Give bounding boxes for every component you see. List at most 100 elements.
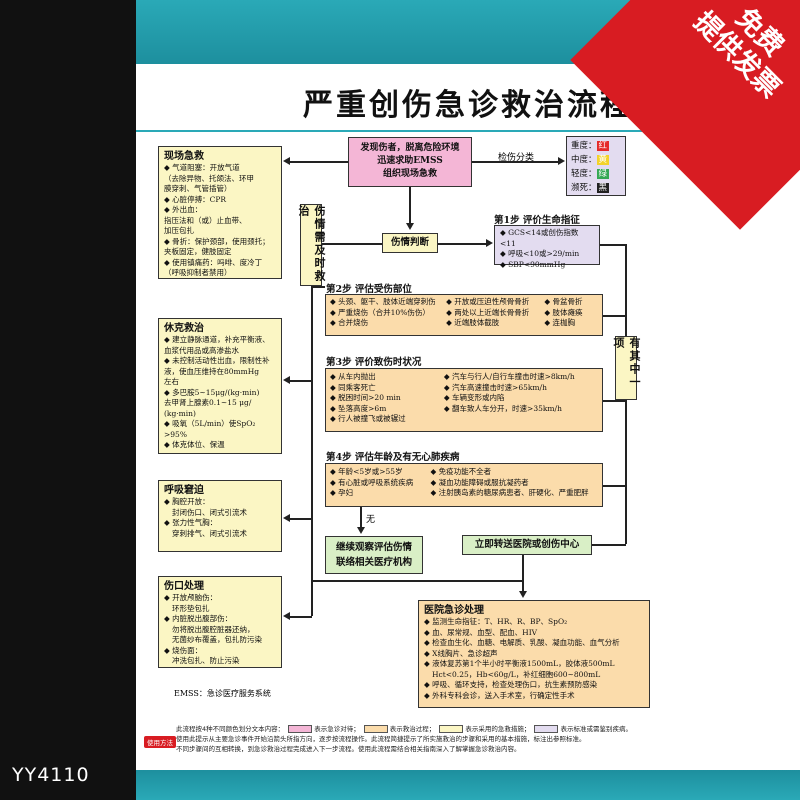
step3-item: ◆ 坠落高度>6m [330,403,387,413]
legend-pink-text: 表示急诊对待； [314,725,360,733]
hospital-line: ◆ 液体复苏第1个半小时平衡液1500mL，胶体液500mL [424,659,615,668]
airway-box: 呼吸窘迫 ◆ 胸腔开放： 封闭伤口、闭式引流术 ◆ 张力性气胸： 穿刺排气、闭式… [158,480,282,552]
hospital-line: ◆ 血、尿常规、血型、配血、HIV [424,627,538,637]
step3-col1: ◆ 从车内抛出 ◆ 同乘客死亡 ◆ 脱困时间>20 min ◆ 坠落高度>6m … [330,372,444,425]
step3-col2: ◆ 汽车与行人/自行车撞击时速>8km/h ◆ 汽车高速撞击时速>65km/h … [444,372,598,425]
triage-row-dying: 濒死：黑 [571,181,621,195]
incident-line-1: 发现伤者，脱离危险环境 [360,143,460,153]
step2-item: ◆ 连枷胸 [544,318,576,327]
airway-line: 封闭伤口、闭式引流术 [172,507,247,517]
incident-box: 发现伤者，脱离危险环境 迅速求助EMSS 组织现场急救 [348,137,472,187]
step3-right-link [603,400,625,402]
assess-box: 伤情判断 [382,233,438,253]
step2-grid: ◆ 头颈、躯干、肢体近端穿刺伤 ◆ 严重烧伤（合并10%伤伤） ◆ 合并烧伤 ◆… [330,297,598,329]
tag-black: 黑 [596,183,610,193]
triage-label-dying: 濒死： [571,183,597,193]
step4-item: ◆ 注射胰岛素的糖尿病患者、肝硬化、严重肥胖 [430,488,589,497]
airway-line: 穿刺排气、闭式引流术 [172,528,247,538]
onsite-aid-box: 现场急救 ◆ 气道阻塞：开放气道 （去除异物、托颌法、环甲 膜穿刺、气管插管） … [158,146,282,279]
transfer-link [592,544,626,546]
wound-link [290,616,312,618]
step4-grid: ◆ 年龄<5岁或>55岁 ◆ 有心脏或呼吸系统疾病 ◆ 孕妇 ◆ 免疫功能不全者… [330,467,598,499]
step3-item: ◆ 行人被撞飞或被辗过 [330,414,406,423]
hospital-line: ◆ 呼吸、循环支持，检查处理伤口，抗生素预防感染 [424,680,598,689]
step2-item: ◆ 骨盆骨折 [544,297,583,306]
step4-item: ◆ 免疫功能不全者 [430,467,492,476]
onsite-line: ◆ 外出血： [164,205,203,214]
step4-right-link [603,485,625,487]
legend-text: 此流程按4种不同颜色划分文本内容： 表示急诊对待； 表示救治过程； 表示采用的急… [176,724,796,754]
shock-arrow [283,376,290,384]
wound-line: 无菌纱布覆盖，包扎防污染 [172,635,262,644]
tag-green: 绿 [596,169,610,179]
triage-label-severe: 重度： [571,141,597,151]
shock-line: ◆ 体克体位、保温 [164,440,225,449]
legend-swatch-pink [288,725,313,733]
legend-line-2: 使用此提示从主要急诊事件开始沿箭头所指方向，逐步按流程操作。此流程简捷提示了所实… [176,735,586,743]
legend-tag: 使用方法 [144,736,176,748]
step3-item: ◆ 车辆变形或内陷 [443,393,505,402]
arrow-to-onsite [283,157,290,165]
shock-line: ◆ 吸氧（5L/min）使SpO₂ >95% [164,419,256,439]
step4-item: ◆ 年龄<5岁或>55岁 [330,467,403,476]
onsite-line: 加压包扎 [164,226,194,235]
hospital-line: ◆ 监测生命指征：T、HR、R、BP、SpO₂ [424,617,568,626]
step2-box: ◆ 头颈、躯干、肢体近端穿刺伤 ◆ 严重烧伤（合并10%伤伤） ◆ 合并烧伤 ◆… [325,294,603,336]
onsite-title: 现场急救 [164,151,204,162]
hospital-line: ◆ 外科专科会诊，送入手术室，行确定性手术 [424,690,575,700]
step3-title: 第3步 评价致伤时状况 [326,357,422,368]
arrow-to-triage [558,157,565,165]
triage-row-mild: 轻度：绿 [571,167,621,181]
step2-item: ◆ 合并烧伤 [330,318,369,327]
step2-item: ◆ 开放或压迫性颅骨骨折 [446,297,530,306]
onsite-line: （去除异物、托颌法、环甲 [164,173,254,183]
step2-item: ◆ 肢体瘫痪 [544,307,583,317]
legend-intro: 此流程按4种不同颜色划分文本内容： [176,725,285,733]
spine-top-link [311,286,325,288]
title-divider [136,130,800,132]
line-to-triage [472,161,560,163]
triage-label-mild: 轻度： [571,169,597,179]
step2-item: ◆ 近端肢体截肢 [446,318,500,327]
step4-box: ◆ 年龄<5岁或>55岁 ◆ 有心脏或呼吸系统疾病 ◆ 孕妇 ◆ 免疫功能不全者… [325,463,603,507]
shock-link [290,380,312,382]
none-label: 无 [366,515,376,525]
line-assess-left [322,243,382,245]
wound-line: 勿将脱出腹腔脏器还纳， [172,624,255,634]
transfer-box: 立即转送医院或创伤中心 [462,535,592,555]
arrow-down-assess [406,223,414,230]
urgent-treatment-label: 伤情需及时救治 [297,204,326,286]
step2-title: 第2步 评估受伤部位 [326,284,412,295]
wound-line: 冲洗包扎、防止污染 [172,656,240,665]
line-down-assess [409,187,411,225]
line-to-onsite [290,161,348,163]
step1-title: 第1步 评价生命指征 [494,215,580,226]
tag-yellow: 黄 [596,155,610,165]
legend-swatch-orange [363,725,388,733]
step4-col2: ◆ 免疫功能不全者 ◆ 凝血功能障碍或服抗凝药者 ◆ 注射胰岛素的糖尿病患者、肝… [431,467,599,499]
legend-orange-text: 表示救治过程； [389,725,436,733]
emss-note: EMSS：急诊医疗服务系统 [174,689,271,698]
shock-line: 去甲肾上腺素0.1~15 μg/ [164,398,252,407]
incident-line-3: 组织现场急救 [382,169,437,179]
shock-line: 血浆代用品或高渗盐水 [164,345,239,355]
step3-item: ◆ 翻车致人车分开，时速>35km/h [443,403,562,413]
onsite-line: ◆ 骨折：保护颈部，使用颈托； [164,236,270,246]
hospital-title: 医院急诊处理 [424,605,484,616]
triage-row-severe: 重度：红 [571,139,621,153]
none-arrow [357,527,365,534]
wound-line: ◆ 开放颅脑伤： [164,593,218,602]
legend-line-1: 此流程按4种不同颜色划分文本内容： 表示急诊对待； 表示救治过程； 表示采用的急… [176,724,796,734]
step1-line: ◆ SBP<90mmHg [500,259,566,269]
legend-swatch-lavender [534,725,559,733]
hospital-line: Hct<0.25，Hb<60g/L，补红细胞600~800mL [432,669,601,679]
wound-line: ◆ 内脏脱出腹部伤： [164,614,233,623]
wound-box: 伤口处理 ◆ 开放颅脑伤： 环形垫包扎 ◆ 内脏脱出腹部伤： 勿将脱出腹腔脏器还… [158,576,282,668]
legend-line-3: 不同步骤间的互相转换，到急诊救治过程完成进入下一步流程。使用此流程需结合相关指南… [176,745,521,753]
step3-item: ◆ 汽车与行人/自行车撞击时速>8km/h [443,372,575,381]
arrow-to-step1 [486,239,493,247]
onsite-line: ◆ 心脏停搏：CPR [164,194,227,204]
shock-line: (kg·min) [164,408,196,418]
step1-box: ◆ GCS<14或创伤指数<11 ◆ 呼吸<10或>29/min ◆ SBP<9… [494,225,600,269]
onsite-line: ◆ 气道阻塞：开放气道 [164,163,240,172]
